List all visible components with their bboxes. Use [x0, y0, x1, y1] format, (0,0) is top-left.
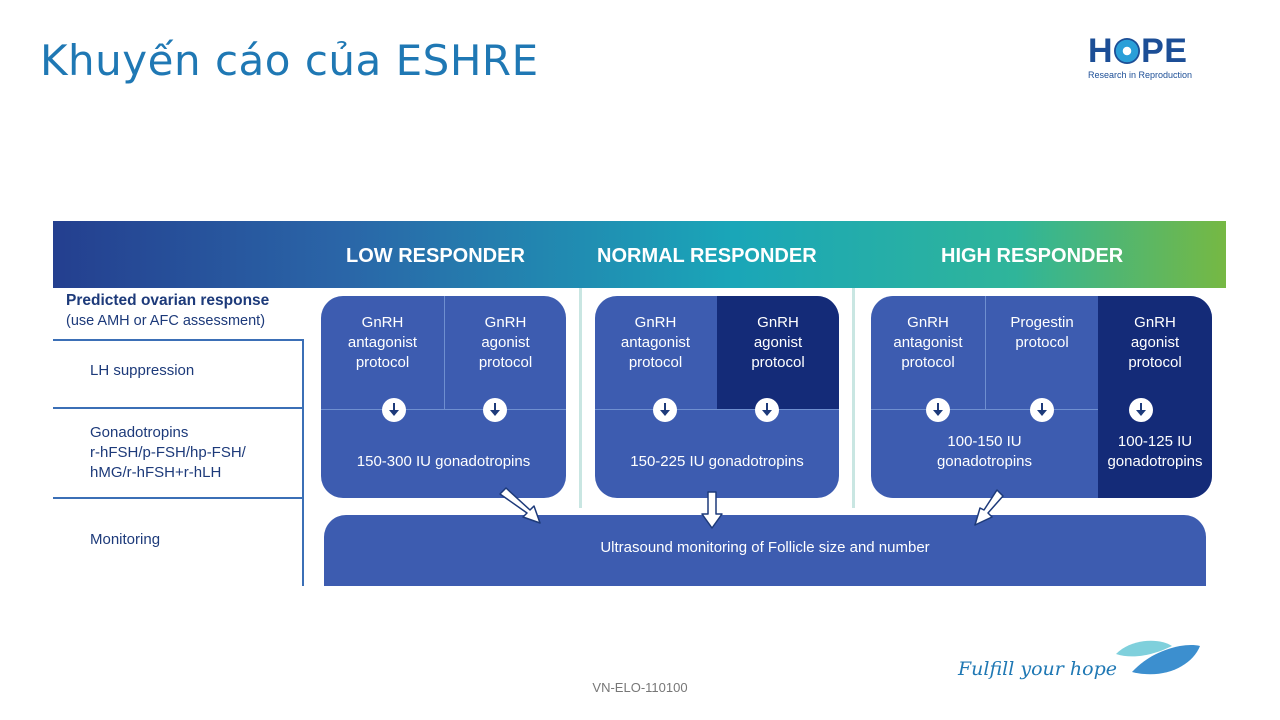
down-arrow-icon — [653, 398, 677, 422]
logo-letters-pe: PE — [1141, 32, 1188, 70]
low-antagonist-cell: GnRH antagonist protocol — [347, 314, 418, 371]
high-dose-b: 100-125 IU gonadotropins — [1107, 433, 1203, 470]
row-label-monitoring: Monitoring — [90, 531, 161, 548]
arrow-high-to-monitoring — [974, 489, 1004, 526]
normal-dose: 150-225 IU gonadotropins — [630, 453, 804, 470]
down-arrow-icon — [382, 398, 406, 422]
down-arrow-icon — [926, 398, 950, 422]
down-arrow-icon — [755, 398, 779, 422]
hope-logo: H PE Research in Reproduction — [1088, 34, 1208, 84]
logo-letter-h: H — [1088, 32, 1114, 70]
monitoring-text: Ultrasound monitoring of Follicle size a… — [600, 539, 930, 556]
tagline: Fulfill your hope — [958, 658, 1117, 680]
eye-icon — [1114, 38, 1141, 64]
high-responder-box: GnRH antagonist protocol Progestin proto… — [871, 296, 1212, 498]
cell-divider — [595, 409, 839, 410]
down-arrow-icon — [1030, 398, 1054, 422]
slide-code: VN-ELO-110100 — [592, 680, 688, 695]
low-dose: 150-300 IU gonadotropins — [356, 453, 531, 470]
row-divider — [53, 339, 303, 341]
cell-divider — [985, 296, 986, 409]
cell-divider — [321, 409, 566, 410]
cell-divider — [444, 296, 445, 409]
normal-responder-box: GnRH antagonist protocol GnRH agonist pr… — [595, 296, 839, 498]
slide-title: Khuyến cáo của ESHRE — [40, 36, 539, 85]
high-antagonist-cell: GnRH antagonist protocol — [893, 314, 963, 371]
gonado-line-1: Gonadotropins — [90, 424, 189, 441]
header-low-responder: LOW RESPONDER — [346, 245, 525, 267]
row-label-lh-suppression: LH suppression — [90, 362, 195, 379]
arrow-low-to-monitoring — [499, 487, 541, 524]
row-divider — [53, 407, 303, 409]
down-arrow-icon — [483, 398, 507, 422]
eshre-protocol-diagram: LOW RESPONDER NORMAL RESPONDER HIGH RESP… — [53, 221, 1226, 586]
responder-header-band: LOW RESPONDER NORMAL RESPONDER HIGH RESP… — [53, 221, 1226, 288]
normal-agonist-cell: GnRH agonist protocol — [717, 296, 839, 409]
low-agonist-cell: GnRH agonist protocol — [478, 314, 533, 371]
row-label-predicted: Predicted ovarian response (use AMH or A… — [66, 291, 269, 331]
low-responder-box: GnRH antagonist protocol GnRH agonist pr… — [321, 296, 566, 498]
column-separator — [852, 288, 855, 508]
row-label-gonadotropins: Gonadotropins r-hFSH/p-FSH/hp-FSH/ hMG/r… — [90, 423, 246, 483]
high-dose-a: 100-150 IU gonadotropins — [936, 433, 1033, 470]
high-progestin-cell: Progestin protocol — [1010, 314, 1074, 351]
header-high-responder: HIGH RESPONDER — [941, 245, 1124, 267]
column-separator — [579, 288, 582, 508]
predicted-line-1: Predicted ovarian response — [66, 292, 270, 309]
arrow-normal-to-monitoring — [701, 491, 723, 529]
predicted-line-2: (use AMH or AFC assessment) — [66, 313, 266, 329]
cell-divider — [871, 409, 1098, 410]
row-divider — [53, 497, 303, 499]
high-agonist-cell: GnRH agonist protocol 100-125 IU gonadot… — [1098, 296, 1212, 498]
monitoring-bar: Ultrasound monitoring of Follicle size a… — [324, 515, 1206, 586]
down-arrow-icon — [1129, 398, 1153, 422]
label-column-border — [302, 339, 304, 586]
header-normal-responder: NORMAL RESPONDER — [597, 245, 817, 267]
normal-antagonist-cell: GnRH antagonist protocol — [620, 314, 691, 371]
leaf-logo-icon — [1116, 640, 1200, 675]
connector-arrows — [499, 487, 1004, 529]
gonado-line-2: r-hFSH/p-FSH/hp-FSH/ — [90, 444, 246, 461]
gonado-line-3: hMG/r-hFSH+r-hLH — [90, 464, 222, 481]
logo-subtitle: Research in Reproduction — [1088, 70, 1193, 80]
